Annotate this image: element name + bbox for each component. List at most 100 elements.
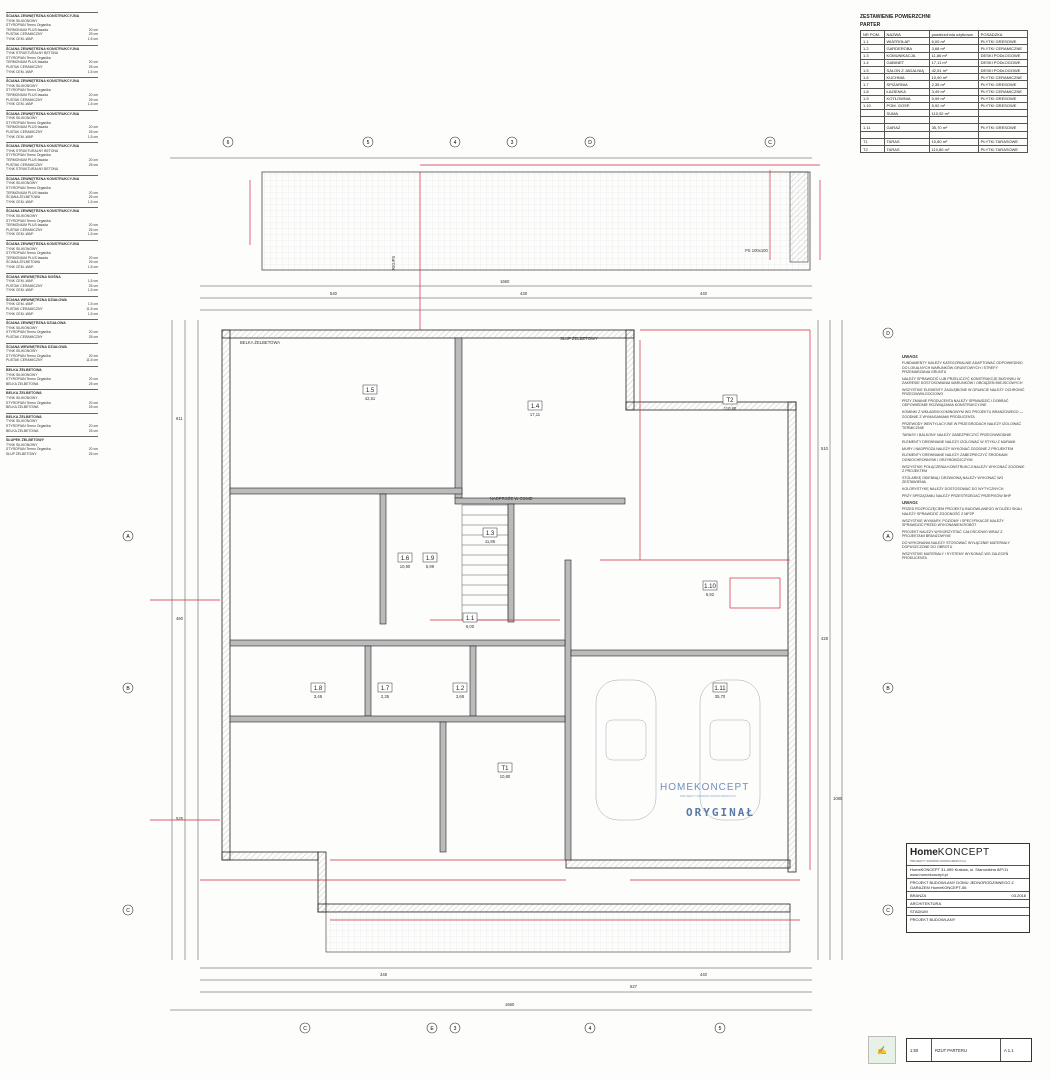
legend-layer: STYROPIAN Termo Organika: [6, 400, 51, 405]
dim-left-c: 525: [176, 816, 184, 821]
room-area: 110,80: [724, 406, 737, 411]
legend-layer: TYNK CEM.-WAP.: [6, 279, 34, 284]
room-area: 3,68: [456, 694, 465, 699]
room-tag-box: [452, 682, 468, 693]
room-id: 1.8: [314, 686, 323, 692]
legend-layer: STYROPIAN Termo Organika: [6, 186, 51, 190]
axis-label: 3: [454, 1026, 457, 1032]
legend-layer: TYNK CEM.-WAP.: [6, 311, 34, 316]
annot-column: SŁUP ŻELBETOWY: [560, 336, 598, 341]
drawing-scale: 1:50: [907, 1039, 932, 1061]
legend-layer: TYNK CEM.-WAP.: [6, 232, 34, 237]
annot-ribbon: RIGIPS: [391, 256, 396, 270]
legend-layer: TYNK CEM.-WAP.: [6, 69, 34, 74]
axis-bubble: [506, 136, 518, 148]
terrace-t2-top: [261, 171, 811, 271]
room-tag-box: [310, 682, 326, 693]
legend-row: TYNK SILIKONOWY: [6, 116, 98, 121]
legend-thickness: 25 cm: [88, 227, 98, 232]
room-area: 6,00: [466, 624, 475, 629]
legend-layer: PUSTAK CERAMICZNY: [6, 335, 43, 340]
legend-layer: TERMONIUM PLUS fasada: [6, 190, 48, 195]
stamp-original: ORYGINAŁ: [686, 806, 755, 819]
axis-label: B: [126, 686, 130, 692]
room-area: 10,90: [400, 564, 411, 569]
legend-layer: TYNK SILIKONOWY: [6, 246, 38, 251]
legend-row: STYROPIAN Termo Organika: [6, 186, 98, 191]
red-correction-marks: [150, 164, 821, 921]
legend-layer: TYNK SILIKONOWY: [6, 372, 38, 377]
legend-layer: BELKA ŻELBETOWA: [6, 405, 39, 410]
summary-header-cell: POSADZKA: [977, 29, 1029, 39]
room-tag-box: [527, 400, 543, 411]
axis-label: B: [886, 686, 890, 692]
legend-layer: TYNK CEM.-WAP.: [6, 288, 34, 293]
legend-row: TYNK SILIKONOWY: [6, 326, 98, 331]
summary-cell: PŁYTKI CERAMICZNE: [977, 44, 1029, 53]
note-item: WSZYSTKIE WYMIARY, POZIOMY I SPECYFIKACJ…: [902, 518, 1004, 527]
axis-label: 3: [511, 140, 514, 146]
axis-label: C: [126, 908, 130, 914]
legend-layer: PUSTAK CERAMICZNY: [6, 32, 43, 37]
note-item: MURY I NADPROŻA NALEŻY WYKONAĆ ZGODNIE Z…: [902, 446, 1014, 451]
legend-layer: BELKA ŻELBETOWA: [6, 428, 39, 433]
branch-value: ARCHITEKTURA: [907, 900, 1029, 908]
legend-block-title: ŚCIANA ZEWNĘTRZNA DZIAŁOWA: [6, 321, 66, 326]
legend-thickness: 25 cm: [88, 451, 98, 456]
legend-thickness: 20 cm: [88, 60, 98, 65]
title-block: HomeKONCEPT PROJEKTY DOMÓW NOWOCZESNYCH …: [906, 843, 1030, 933]
legend-layer: TYNK CEM.-WAP.: [6, 36, 34, 41]
legend-row: TYNK CEM.-WAP.1,5 cm: [6, 302, 98, 307]
room-tag-box: [497, 762, 513, 773]
legend-thickness: 1,5 cm: [87, 134, 98, 139]
company-name: HomeKONCEPT 31-059 Kraków, ul. Starowiśl…: [910, 867, 1009, 872]
legend-layer: TERMONIUM PLUS fasada: [6, 158, 48, 163]
legend-block-title: ŚCIANA WEWNĘTRZNA NOŚNA: [6, 274, 61, 279]
legend-thickness: 25 cm: [88, 97, 98, 102]
room-id: 1.3: [486, 531, 495, 537]
note-item: ELEMENTY DREWNIANE NALEŻY ZABEZPIECZYĆ Ś…: [902, 453, 1008, 462]
axis-bubble: [882, 682, 894, 694]
legend-layer: PUSTAK CERAMICZNY: [6, 227, 43, 232]
room-area: 42,51: [365, 396, 376, 401]
legend-layer: TERMONIUM PLUS fasada: [6, 92, 48, 97]
legend-block-title: ŚCIANA ZEWNĘTRZNA KONSTRUKCYJNA: [6, 79, 80, 84]
legend-layer: TYNK SILIKONOWY: [6, 181, 38, 186]
legend-row: TYNK CEM.-WAP.1,5 cm: [6, 265, 98, 270]
legend-layer: TYNK STRUKTURALNY BETONU: [6, 148, 59, 153]
legend-thickness: 1,5 cm: [87, 199, 98, 204]
note-item: KOMINKI Z WKŁADEM KOMINOWYM WG PROJEKTU …: [902, 410, 1024, 419]
legend-layer: BELKA ŻELBETOWA: [6, 381, 39, 386]
exterior-walls: [221, 329, 797, 913]
axis-label: 4: [454, 140, 457, 146]
legend-thickness: 25 cm: [88, 32, 98, 37]
room-tag-box: [702, 580, 718, 591]
axis-bubble: [122, 530, 134, 542]
legend-block-title: BELKA ŻELBETOWA: [6, 391, 42, 396]
legend-thickness: 25 cm: [88, 335, 98, 340]
legend-row: TYNK SILIKONOWY: [6, 84, 98, 89]
room-id: 1.10: [704, 584, 716, 590]
axis-bubble: [764, 136, 776, 148]
legend-thickness: 11,5 cm: [86, 307, 98, 312]
legend-block-title: ŚCIANA ZEWNĘTRZNA KONSTRUKCYJNA: [6, 144, 80, 149]
room-area: 5,99: [426, 564, 435, 569]
interior-walls: [229, 337, 789, 861]
notes-list-2: PRZED ROZPOCZĘCIEM PROJEKTU BUDOWLANEGO …: [902, 507, 1026, 560]
legend-layer: TYNK STRUKTURALNY BETONU: [6, 167, 59, 172]
stage-value: PROJEKT BUDOWLANY: [910, 917, 956, 922]
legend-row: STYROPIAN Termo Organika: [6, 219, 98, 224]
